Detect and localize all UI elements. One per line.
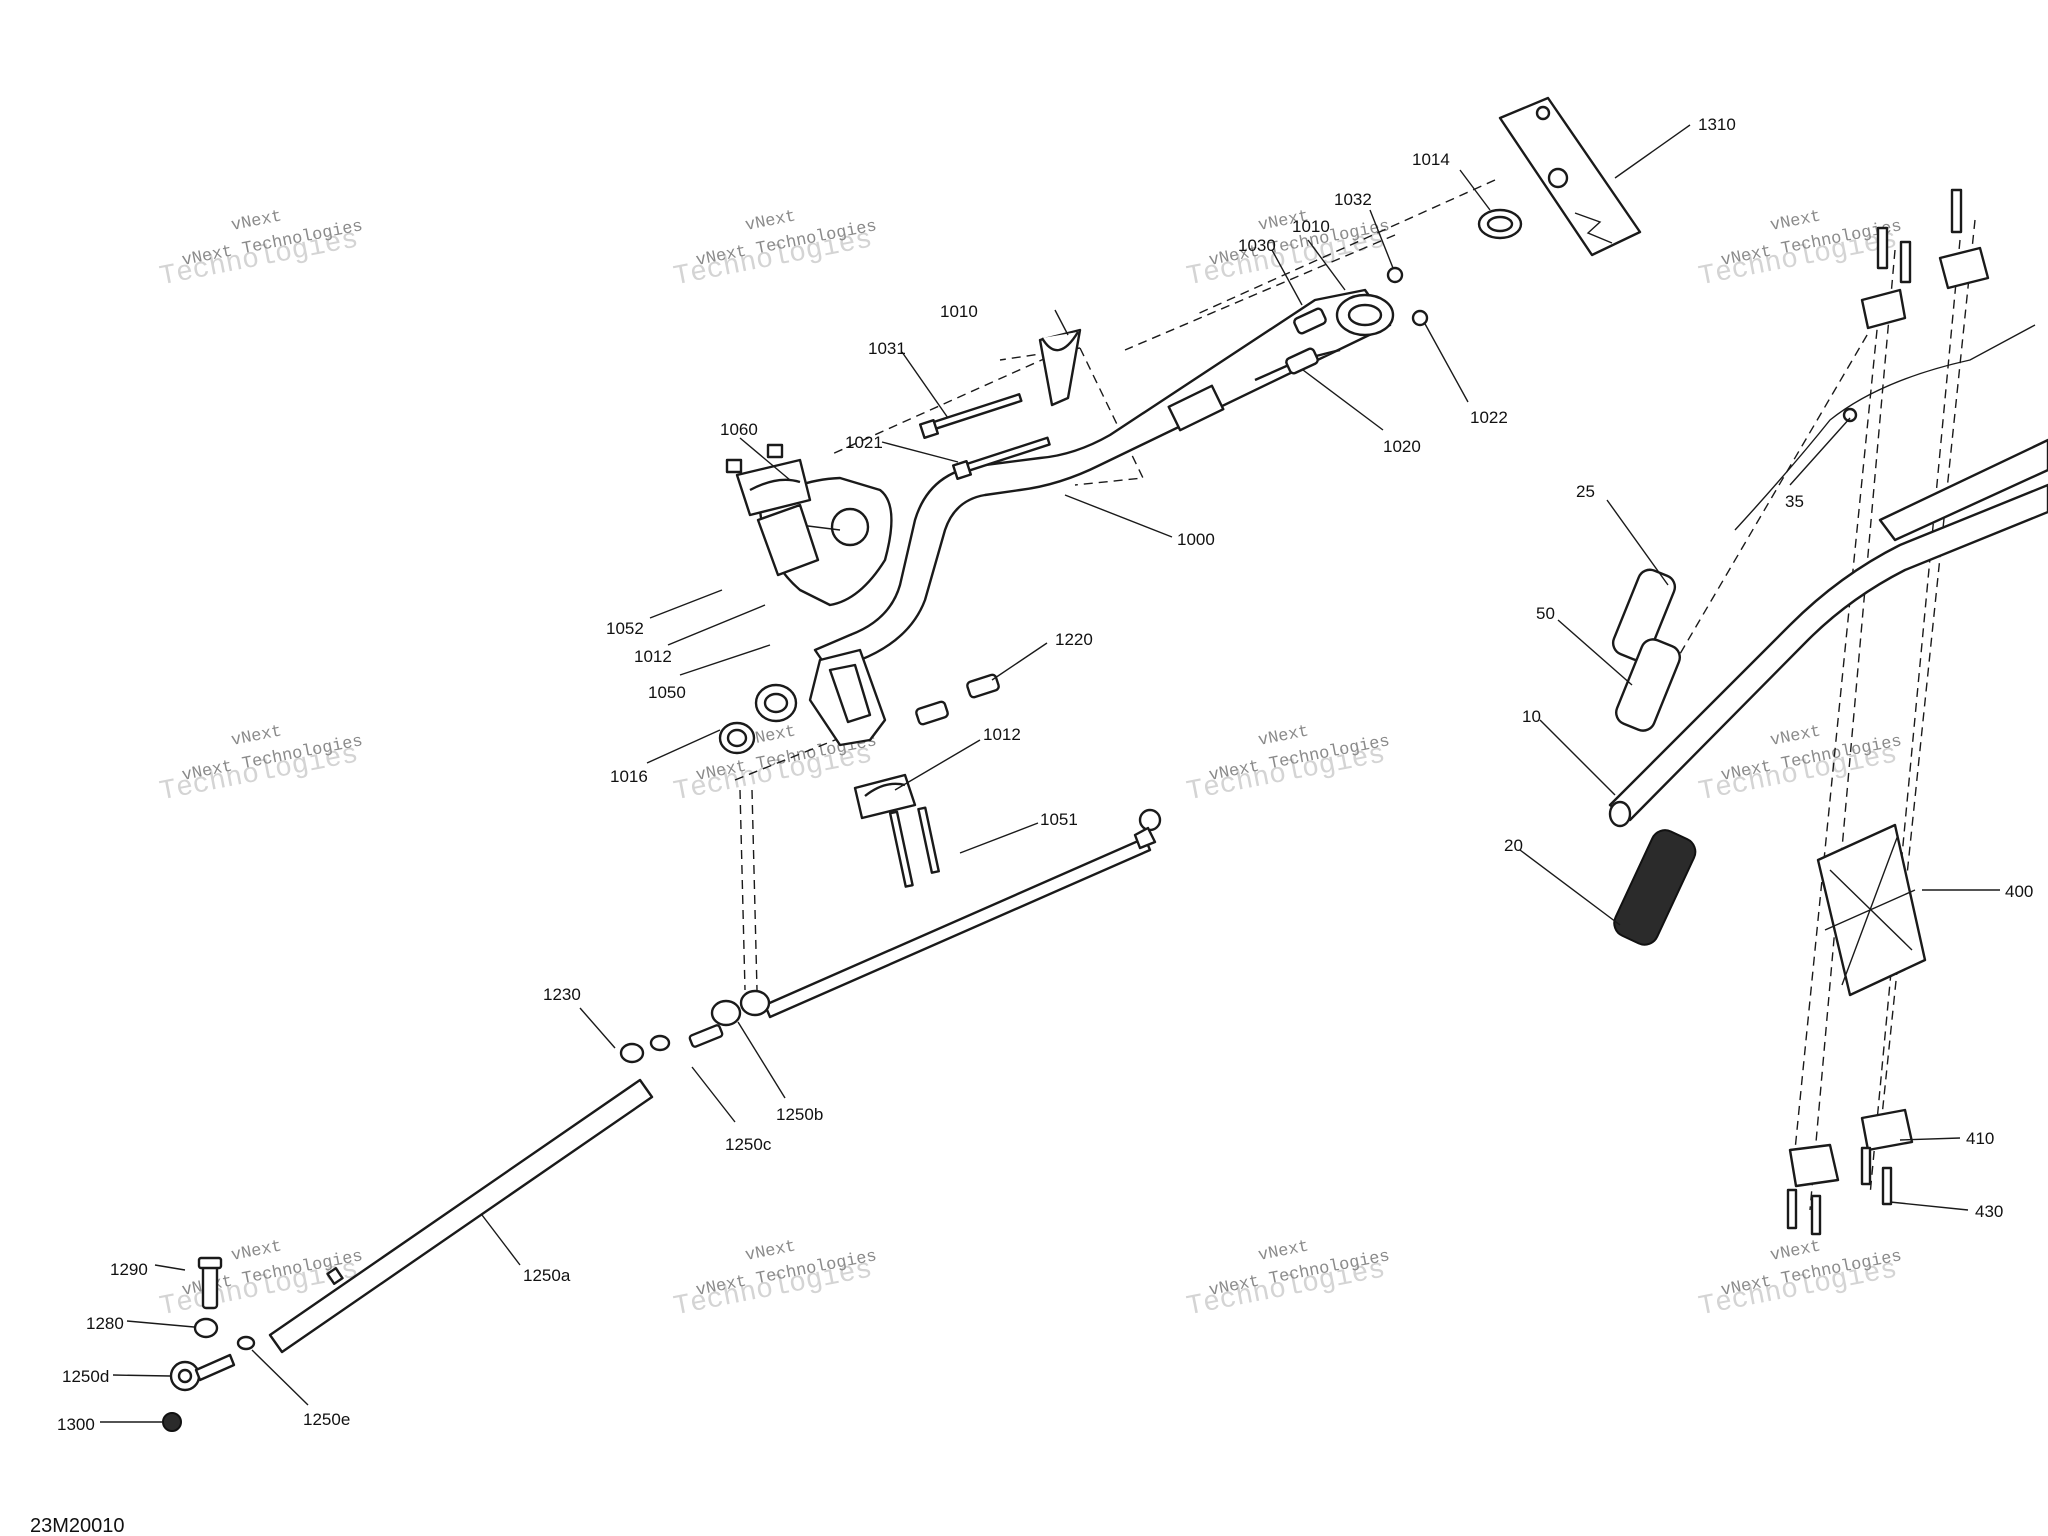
part-1230-washers bbox=[619, 1034, 671, 1064]
assembly-dashed-lines bbox=[734, 179, 1976, 1211]
part-1020-sleeve bbox=[1285, 347, 1319, 375]
part-1220-bolts bbox=[915, 673, 1000, 726]
svg-text:vNext: vNext bbox=[230, 1237, 284, 1265]
part-1012-clamp-lower bbox=[853, 773, 917, 820]
label-1250d: 1250d bbox=[62, 1367, 109, 1386]
part-25-switch-housing bbox=[1611, 568, 1677, 662]
part-1250a-tie-rod-lower bbox=[268, 1078, 654, 1354]
label-1051: 1051 bbox=[1040, 810, 1078, 829]
watermark: Technologies vNext Technologies vNext bbox=[1184, 1237, 1391, 1323]
label-1250a: 1250a bbox=[523, 1266, 571, 1285]
diagram-code: 23M20010 bbox=[30, 1515, 125, 1536]
part-1250d-rod-end bbox=[169, 1353, 236, 1392]
label-1310: 1310 bbox=[1698, 115, 1736, 134]
label-1050: 1050 bbox=[648, 683, 686, 702]
label-1021: 1021 bbox=[845, 433, 883, 452]
part-400-riser-block bbox=[1816, 823, 1927, 997]
label-1220: 1220 bbox=[1055, 630, 1093, 649]
label-1012-upper: 1012 bbox=[634, 647, 672, 666]
watermarks: Technologies vNext Technologies vNext Te… bbox=[157, 207, 1903, 1323]
part-1032-nut bbox=[1386, 266, 1404, 284]
part-1016-bushings bbox=[718, 683, 798, 755]
part-1250b-ball-joints bbox=[710, 989, 771, 1027]
label-35: 35 bbox=[1785, 492, 1804, 511]
label-1280: 1280 bbox=[86, 1314, 124, 1333]
label-1020: 1020 bbox=[1383, 437, 1421, 456]
label-1022: 1022 bbox=[1470, 408, 1508, 427]
watermark: Technologies vNext Technologies vNext bbox=[671, 1237, 878, 1323]
part-1250c-spacer bbox=[688, 1024, 724, 1048]
part-430-bolts bbox=[1786, 1146, 1893, 1236]
part-1300-nut bbox=[162, 1412, 182, 1432]
part-10-handlebar-right bbox=[1608, 438, 2048, 828]
part-1310-cover-plate bbox=[1498, 96, 1642, 257]
label-1016: 1016 bbox=[610, 767, 648, 786]
label-1031: 1031 bbox=[868, 339, 906, 358]
label-1250c: 1250c bbox=[725, 1135, 772, 1154]
top-clamp-bolts bbox=[1860, 188, 1990, 330]
part-35-cable bbox=[1734, 324, 2036, 531]
svg-text:vNext: vNext bbox=[1769, 207, 1823, 235]
svg-text:vNext: vNext bbox=[744, 1237, 798, 1265]
svg-text:vNext: vNext bbox=[1769, 722, 1823, 750]
part-1030-sleeve bbox=[1293, 307, 1327, 335]
part-1021-bolt bbox=[951, 436, 1051, 481]
leader-lines bbox=[100, 124, 2000, 1423]
part-1050-spacer bbox=[756, 503, 820, 577]
label-1014: 1014 bbox=[1412, 150, 1450, 169]
part-1250e-collar bbox=[236, 1335, 256, 1351]
label-1230: 1230 bbox=[543, 985, 581, 1004]
label-1250b: 1250b bbox=[776, 1105, 823, 1124]
watermark: Technologies vNext Technologies vNext bbox=[1184, 722, 1391, 808]
watermark: Technologies vNext Technologies vNext bbox=[1696, 207, 1903, 293]
part-1290-bolt bbox=[197, 1256, 223, 1310]
part-labels: 1310 1014 1032 1030 1010 1010 1031 1021 … bbox=[57, 115, 2033, 1434]
label-1000: 1000 bbox=[1177, 530, 1215, 549]
part-1031-bolt bbox=[918, 393, 1023, 440]
svg-text:vNext: vNext bbox=[1769, 1237, 1823, 1265]
label-1052: 1052 bbox=[606, 619, 644, 638]
label-1290: 1290 bbox=[110, 1260, 148, 1279]
watermark: Technologies vNext Technologies vNext bbox=[157, 207, 364, 293]
watermark: Technologies vNext Technologies vNext bbox=[157, 722, 364, 808]
part-1022-nut bbox=[1411, 309, 1429, 327]
part-1010-clamp bbox=[1038, 328, 1082, 407]
label-1030: 1030 bbox=[1238, 236, 1276, 255]
part-20-grip bbox=[1613, 829, 1697, 946]
label-410: 410 bbox=[1966, 1129, 1994, 1148]
watermark: Technologies vNext Technologies vNext bbox=[671, 207, 878, 293]
part-1052-nut bbox=[725, 443, 784, 474]
svg-text:vNext: vNext bbox=[230, 207, 284, 235]
label-1250e: 1250e bbox=[303, 1410, 350, 1429]
part-1010-clamp-right bbox=[1335, 293, 1395, 337]
label-400: 400 bbox=[2005, 882, 2033, 901]
part-1051-bolts bbox=[888, 806, 940, 888]
label-430: 430 bbox=[1975, 1202, 2003, 1221]
part-1250-tie-rod-upper bbox=[763, 808, 1162, 1019]
label-1300: 1300 bbox=[57, 1415, 95, 1434]
part-1280-washer bbox=[193, 1317, 219, 1339]
svg-text:vNext: vNext bbox=[1257, 1237, 1311, 1265]
label-25: 25 bbox=[1576, 482, 1595, 501]
svg-text:vNext: vNext bbox=[1257, 722, 1311, 750]
label-1060: 1060 bbox=[720, 420, 758, 439]
label-1012-lower: 1012 bbox=[983, 725, 1021, 744]
label-1032: 1032 bbox=[1334, 190, 1372, 209]
svg-text:vNext: vNext bbox=[744, 207, 798, 235]
label-10: 10 bbox=[1522, 707, 1541, 726]
label-20: 20 bbox=[1504, 836, 1523, 855]
label-50: 50 bbox=[1536, 604, 1555, 623]
watermark: Technologies vNext Technologies vNext bbox=[1696, 1237, 1903, 1323]
label-1010: 1010 bbox=[940, 302, 978, 321]
part-50-sleeve bbox=[1615, 638, 1681, 732]
label-1010-right: 1010 bbox=[1292, 217, 1330, 236]
part-1012-clamp-upper bbox=[735, 458, 812, 517]
part-410-clamp bbox=[1788, 1108, 1914, 1188]
part-1014-ring bbox=[1477, 208, 1523, 240]
svg-text:vNext: vNext bbox=[230, 722, 284, 750]
